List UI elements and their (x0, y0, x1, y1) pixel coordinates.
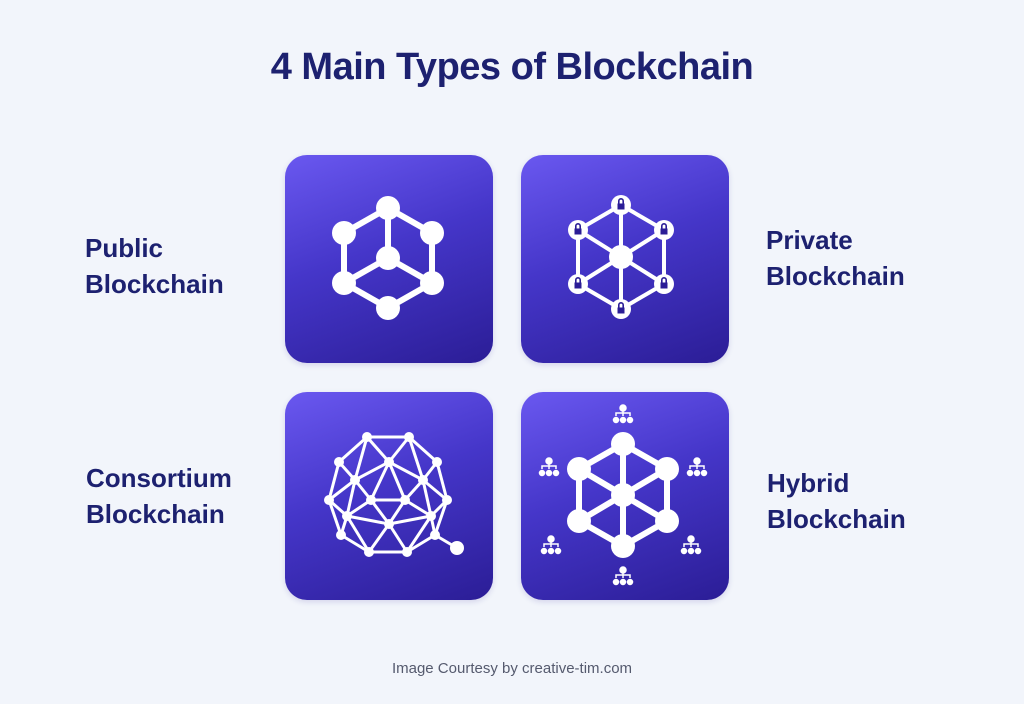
locked-network-icon (568, 195, 674, 319)
label-line: Blockchain (86, 499, 225, 529)
private-blockchain-label: Private Blockchain (766, 222, 966, 294)
label-line: Blockchain (766, 261, 905, 291)
label-line: Consortium (86, 463, 232, 493)
network-icon (332, 196, 444, 320)
hybrid-blockchain-tile (521, 392, 729, 600)
image-credit: Image Courtesy by creative-tim.com (391, 660, 633, 677)
label-line: Blockchain (767, 504, 906, 534)
label-line: Hybrid (767, 468, 850, 498)
sphere-network-icon (324, 432, 464, 557)
public-blockchain-tile (285, 155, 493, 363)
private-blockchain-tile (521, 155, 729, 363)
label-line: Private (766, 225, 853, 255)
hybrid-network-icon (538, 404, 708, 586)
label-line: Blockchain (85, 269, 224, 299)
public-blockchain-label: Public Blockchain (85, 230, 285, 302)
page-title: 4 Main Types of Blockchain (270, 46, 754, 88)
label-line: Public (85, 233, 164, 263)
hybrid-blockchain-label: Hybrid Blockchain (767, 465, 967, 537)
consortium-blockchain-tile (285, 392, 493, 600)
consortium-blockchain-label: Consortium Blockchain (86, 460, 286, 532)
